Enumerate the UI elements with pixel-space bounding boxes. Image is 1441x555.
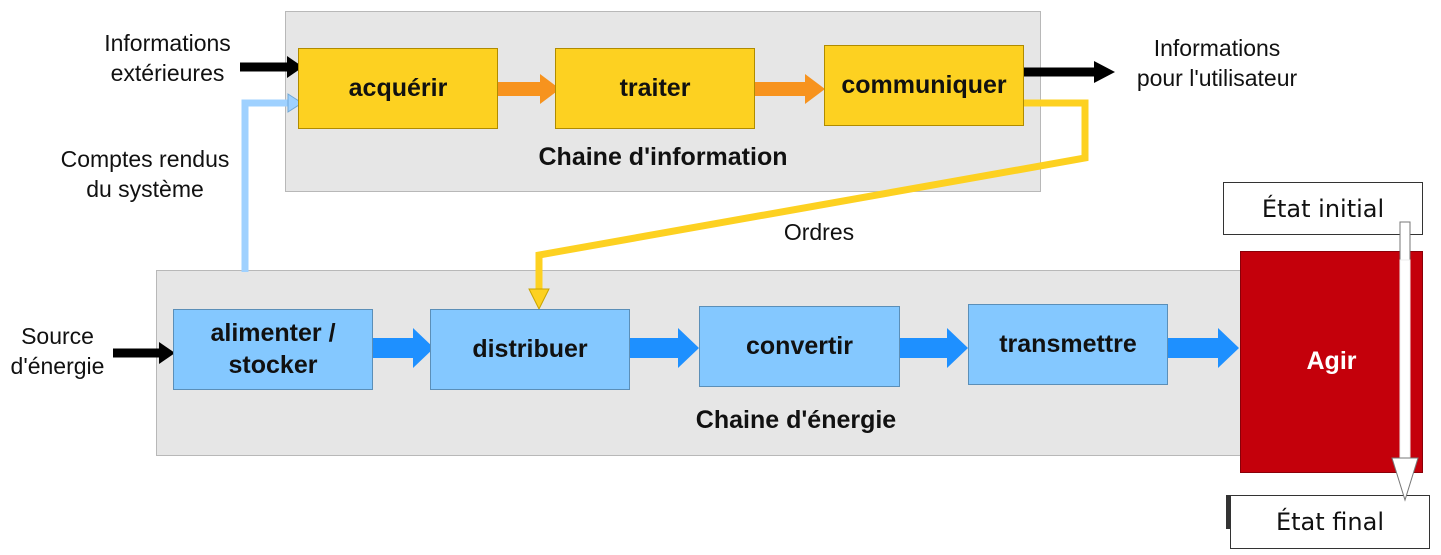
arrow-right-icon — [805, 74, 825, 104]
convert-box: convertir — [699, 306, 900, 387]
energy-arrow-3 — [900, 338, 949, 358]
energy-arrow-1 — [373, 338, 415, 358]
arrow-right-icon — [1218, 328, 1239, 368]
system-reports-label: Comptes rendus du système — [60, 146, 230, 202]
communicate-box: communiquer — [824, 45, 1024, 126]
information-chain-title: Chaine d'information — [538, 143, 788, 171]
energy-source-label: Source d'énergie — [10, 323, 105, 379]
energy-arrow-2 — [630, 338, 680, 358]
transmit-box: transmettre — [968, 304, 1168, 385]
system-reports-line — [241, 99, 290, 272]
user-info-label: Informations pour l'utilisateur — [1136, 35, 1298, 91]
arrow-right-icon — [413, 328, 434, 368]
supply-store-box: alimenter / stocker — [173, 309, 373, 390]
arrow-right-icon — [287, 56, 303, 78]
arrow-right-icon — [540, 74, 560, 104]
process-box: traiter — [555, 48, 755, 129]
arrow-right-icon — [287, 93, 303, 113]
arrow-right-icon — [947, 328, 968, 368]
info-arrow-1 — [498, 82, 542, 96]
arrow-right-icon — [678, 328, 699, 368]
act-box: Agir — [1240, 251, 1423, 473]
external-info-label: Informations extérieures — [104, 30, 231, 86]
arrow-right-icon — [1094, 61, 1115, 83]
final-state-box: État final — [1230, 495, 1430, 549]
orders-line — [535, 99, 1089, 292]
distribute-box: distribuer — [430, 309, 630, 390]
info-arrow-2 — [755, 82, 807, 96]
arrow-right-icon — [159, 342, 175, 364]
initial-state-box: État initial — [1223, 182, 1423, 235]
arrow-down-icon — [528, 288, 550, 311]
orders-label: Ordres — [783, 219, 855, 245]
final-state-shadow — [1226, 495, 1230, 529]
energy-chain-title: Chaine d'énergie — [695, 406, 897, 434]
arrow-down-icon — [1391, 457, 1419, 502]
acquire-box: acquérir — [298, 48, 498, 129]
energy-arrow-4 — [1168, 338, 1220, 358]
